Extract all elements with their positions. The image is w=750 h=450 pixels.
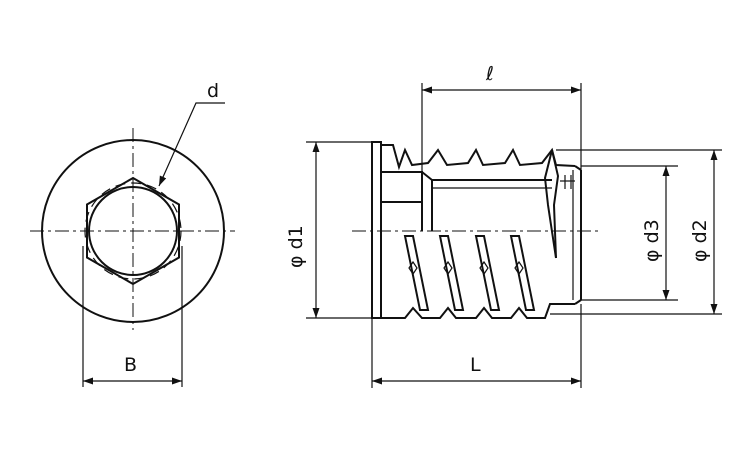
external-thread-bottom xyxy=(381,303,575,319)
thread-bore xyxy=(88,186,178,276)
d2-label: φ d2 xyxy=(689,219,711,262)
thread-helix xyxy=(403,235,536,311)
thread-major-circle xyxy=(84,182,182,280)
counterbore-chamfer xyxy=(421,171,433,181)
end-view: d B xyxy=(30,80,235,387)
l-total-label: L xyxy=(470,354,481,376)
cutting-slot-right xyxy=(551,149,560,259)
helix-diamond-4 xyxy=(514,260,524,276)
flange-outline xyxy=(41,139,225,323)
flange xyxy=(371,141,382,319)
d-leader xyxy=(158,102,225,187)
d1-label: φ d1 xyxy=(285,225,307,268)
hex-socket xyxy=(86,176,180,286)
cutting-slot-left xyxy=(543,149,557,259)
end-chamfer-bottom xyxy=(574,299,582,305)
external-thread-top xyxy=(381,144,576,171)
d3-label: φ d3 xyxy=(641,219,663,262)
d-label: d xyxy=(207,80,219,102)
l-thread-label: ℓ xyxy=(485,63,494,85)
helix-diamond-1 xyxy=(408,260,418,276)
helix-diamond-3 xyxy=(479,260,489,276)
side-view: ℓ L φ d1 φ d3 φ d2 xyxy=(285,63,722,388)
helix-strip-4 xyxy=(509,235,536,311)
b-label: B xyxy=(124,354,137,376)
helix-strip-3 xyxy=(474,235,501,311)
helix-strip-1 xyxy=(403,235,430,311)
helix-strip-2 xyxy=(438,235,465,311)
helix-diamond-2 xyxy=(443,260,453,276)
end-chamfer-top xyxy=(574,165,582,171)
